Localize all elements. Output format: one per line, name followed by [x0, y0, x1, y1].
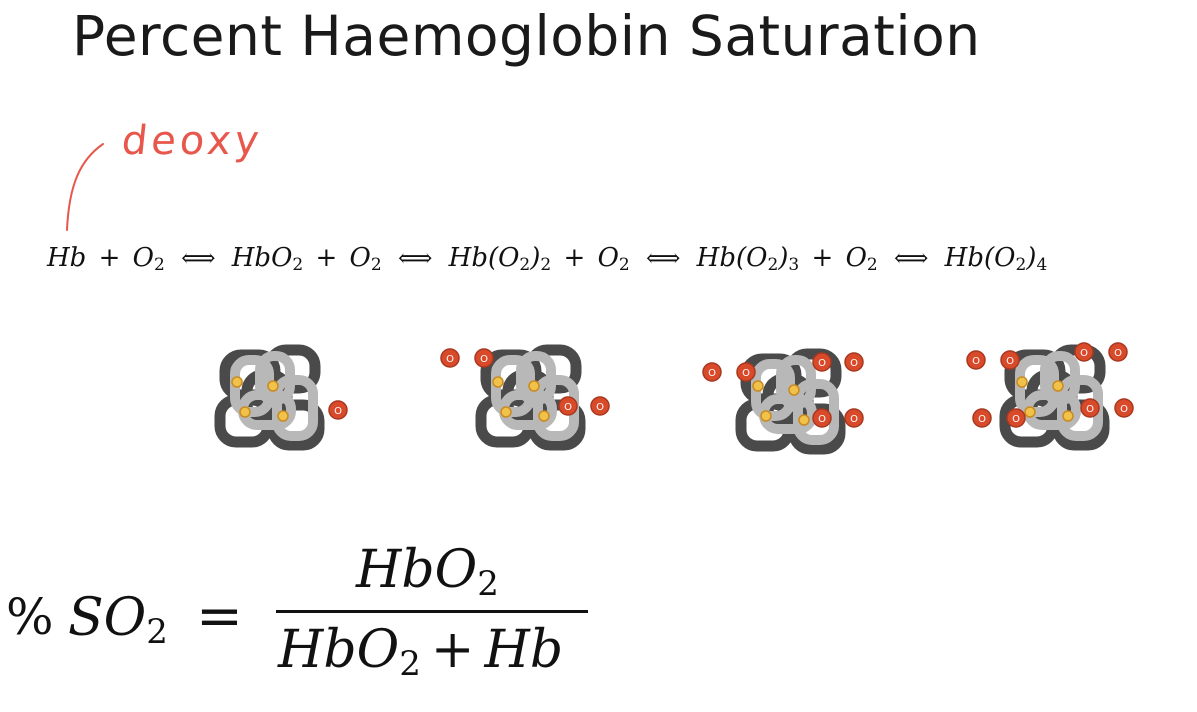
- svg-text:O: O: [564, 402, 572, 413]
- heme-group: [239, 406, 251, 418]
- term-o2: O2: [349, 243, 382, 275]
- protein-chains: [475, 344, 586, 451]
- oxygen-atom: O: [1000, 350, 1020, 370]
- equals-sign: =: [196, 584, 243, 649]
- svg-text:O: O: [850, 414, 858, 425]
- annotation-pointer: [66, 143, 104, 231]
- oxygen-atom: O: [590, 396, 610, 416]
- haemoglobin-2o2: O O O O: [440, 344, 610, 451]
- formula-denominator: HbO2+Hb: [278, 620, 564, 684]
- heme-group: [1052, 380, 1064, 392]
- heme-group: [538, 410, 550, 422]
- saturation-formula: % SO2 = HbO2 HbO2+Hb: [6, 540, 606, 698]
- heme-group: [267, 380, 279, 392]
- equilibrium-arrow: ⟺: [397, 244, 433, 272]
- oxygen-atom: O: [702, 362, 722, 382]
- heme-group: [500, 406, 512, 418]
- oxygen-atom: O: [474, 348, 494, 368]
- svg-text:O: O: [1120, 404, 1128, 415]
- term-hb-o2-3: Hb(O2)3: [696, 243, 800, 275]
- fraction-bar: [276, 610, 588, 613]
- formula-lhs: SO2: [68, 588, 168, 652]
- heme-group: [760, 410, 772, 422]
- oxygen-atom: O: [812, 352, 832, 372]
- formula-numerator: HbO2: [356, 540, 499, 604]
- svg-text:O: O: [1086, 404, 1094, 415]
- term-o2: O2: [597, 243, 630, 275]
- haemoglobin-3o2: O O O O O O: [702, 348, 864, 455]
- binding-equation: Hb + O2 ⟺ HbO2 + O2 ⟺ Hb(O2)2 + O2 ⟺ Hb(…: [47, 243, 1048, 275]
- protein-chains: [214, 344, 325, 451]
- heme-group: [788, 384, 800, 396]
- heme-group: [277, 410, 289, 422]
- oxygen-atom: O: [1080, 398, 1100, 418]
- oxygen-atom: O: [844, 408, 864, 428]
- percent-sign: %: [6, 588, 54, 646]
- haemoglobin-4o2: O O O O O O O O: [966, 342, 1134, 451]
- plus-sign: +: [811, 243, 834, 273]
- svg-text:O: O: [1006, 356, 1014, 367]
- svg-text:O: O: [1080, 348, 1088, 359]
- svg-text:O: O: [596, 402, 604, 413]
- heme-group: [1024, 406, 1036, 418]
- svg-text:O: O: [1012, 414, 1020, 425]
- oxygen-atom: O: [440, 348, 460, 368]
- deoxy-annotation: deoxy: [119, 118, 266, 164]
- slide-title: Percent Haemoglobin Saturation: [72, 4, 981, 68]
- term-hb-o2-2: Hb(O2)2: [448, 243, 552, 275]
- term-hbo2: HbO2: [231, 243, 304, 275]
- term-hb: Hb: [47, 243, 87, 273]
- svg-text:O: O: [334, 406, 342, 417]
- svg-text:O: O: [480, 354, 488, 365]
- svg-text:O: O: [818, 414, 826, 425]
- oxygen-atom: O: [1114, 398, 1134, 418]
- oxygen-atom: O: [812, 408, 832, 428]
- svg-text:O: O: [742, 368, 750, 379]
- heme-group: [528, 380, 540, 392]
- svg-text:O: O: [850, 358, 858, 369]
- plus-sign: +: [563, 243, 586, 273]
- oxygen-atom: O: [1006, 408, 1026, 428]
- heme-group: [231, 376, 243, 388]
- protein-chains: [735, 348, 846, 455]
- svg-text:O: O: [818, 358, 826, 369]
- heme-group: [798, 414, 810, 426]
- oxygen-atom: O: [1108, 342, 1128, 362]
- plus-sign: +: [98, 243, 121, 273]
- heme-group: [1062, 410, 1074, 422]
- equilibrium-arrow: ⟺: [894, 244, 929, 272]
- term-o2: O2: [132, 243, 165, 275]
- oxygen-atom: O: [972, 408, 992, 428]
- oxygen-atom: O: [736, 362, 756, 382]
- heme-group: [1016, 376, 1028, 388]
- haemoglobin-deoxy-1o2: O: [214, 344, 348, 451]
- equilibrium-arrow: ⟺: [645, 244, 681, 272]
- svg-text:O: O: [972, 356, 980, 367]
- protein-chains: [999, 344, 1110, 451]
- oxygen-atom: O: [966, 350, 986, 370]
- heme-group: [492, 376, 504, 388]
- svg-text:O: O: [708, 368, 716, 379]
- oxygen-atom: O: [844, 352, 864, 372]
- term-hb-o2-4: Hb(O2)4: [944, 243, 1048, 275]
- equilibrium-arrow: ⟺: [181, 244, 216, 272]
- svg-text:O: O: [446, 354, 454, 365]
- svg-text:O: O: [978, 414, 986, 425]
- heme-group: [752, 380, 764, 392]
- svg-text:O: O: [1114, 348, 1122, 359]
- oxygen-atom: O: [328, 400, 348, 420]
- plus-sign: +: [315, 243, 338, 273]
- term-o2: O2: [845, 243, 878, 275]
- oxygen-atom: O: [558, 396, 578, 416]
- oxygen-atom: O: [1074, 342, 1094, 362]
